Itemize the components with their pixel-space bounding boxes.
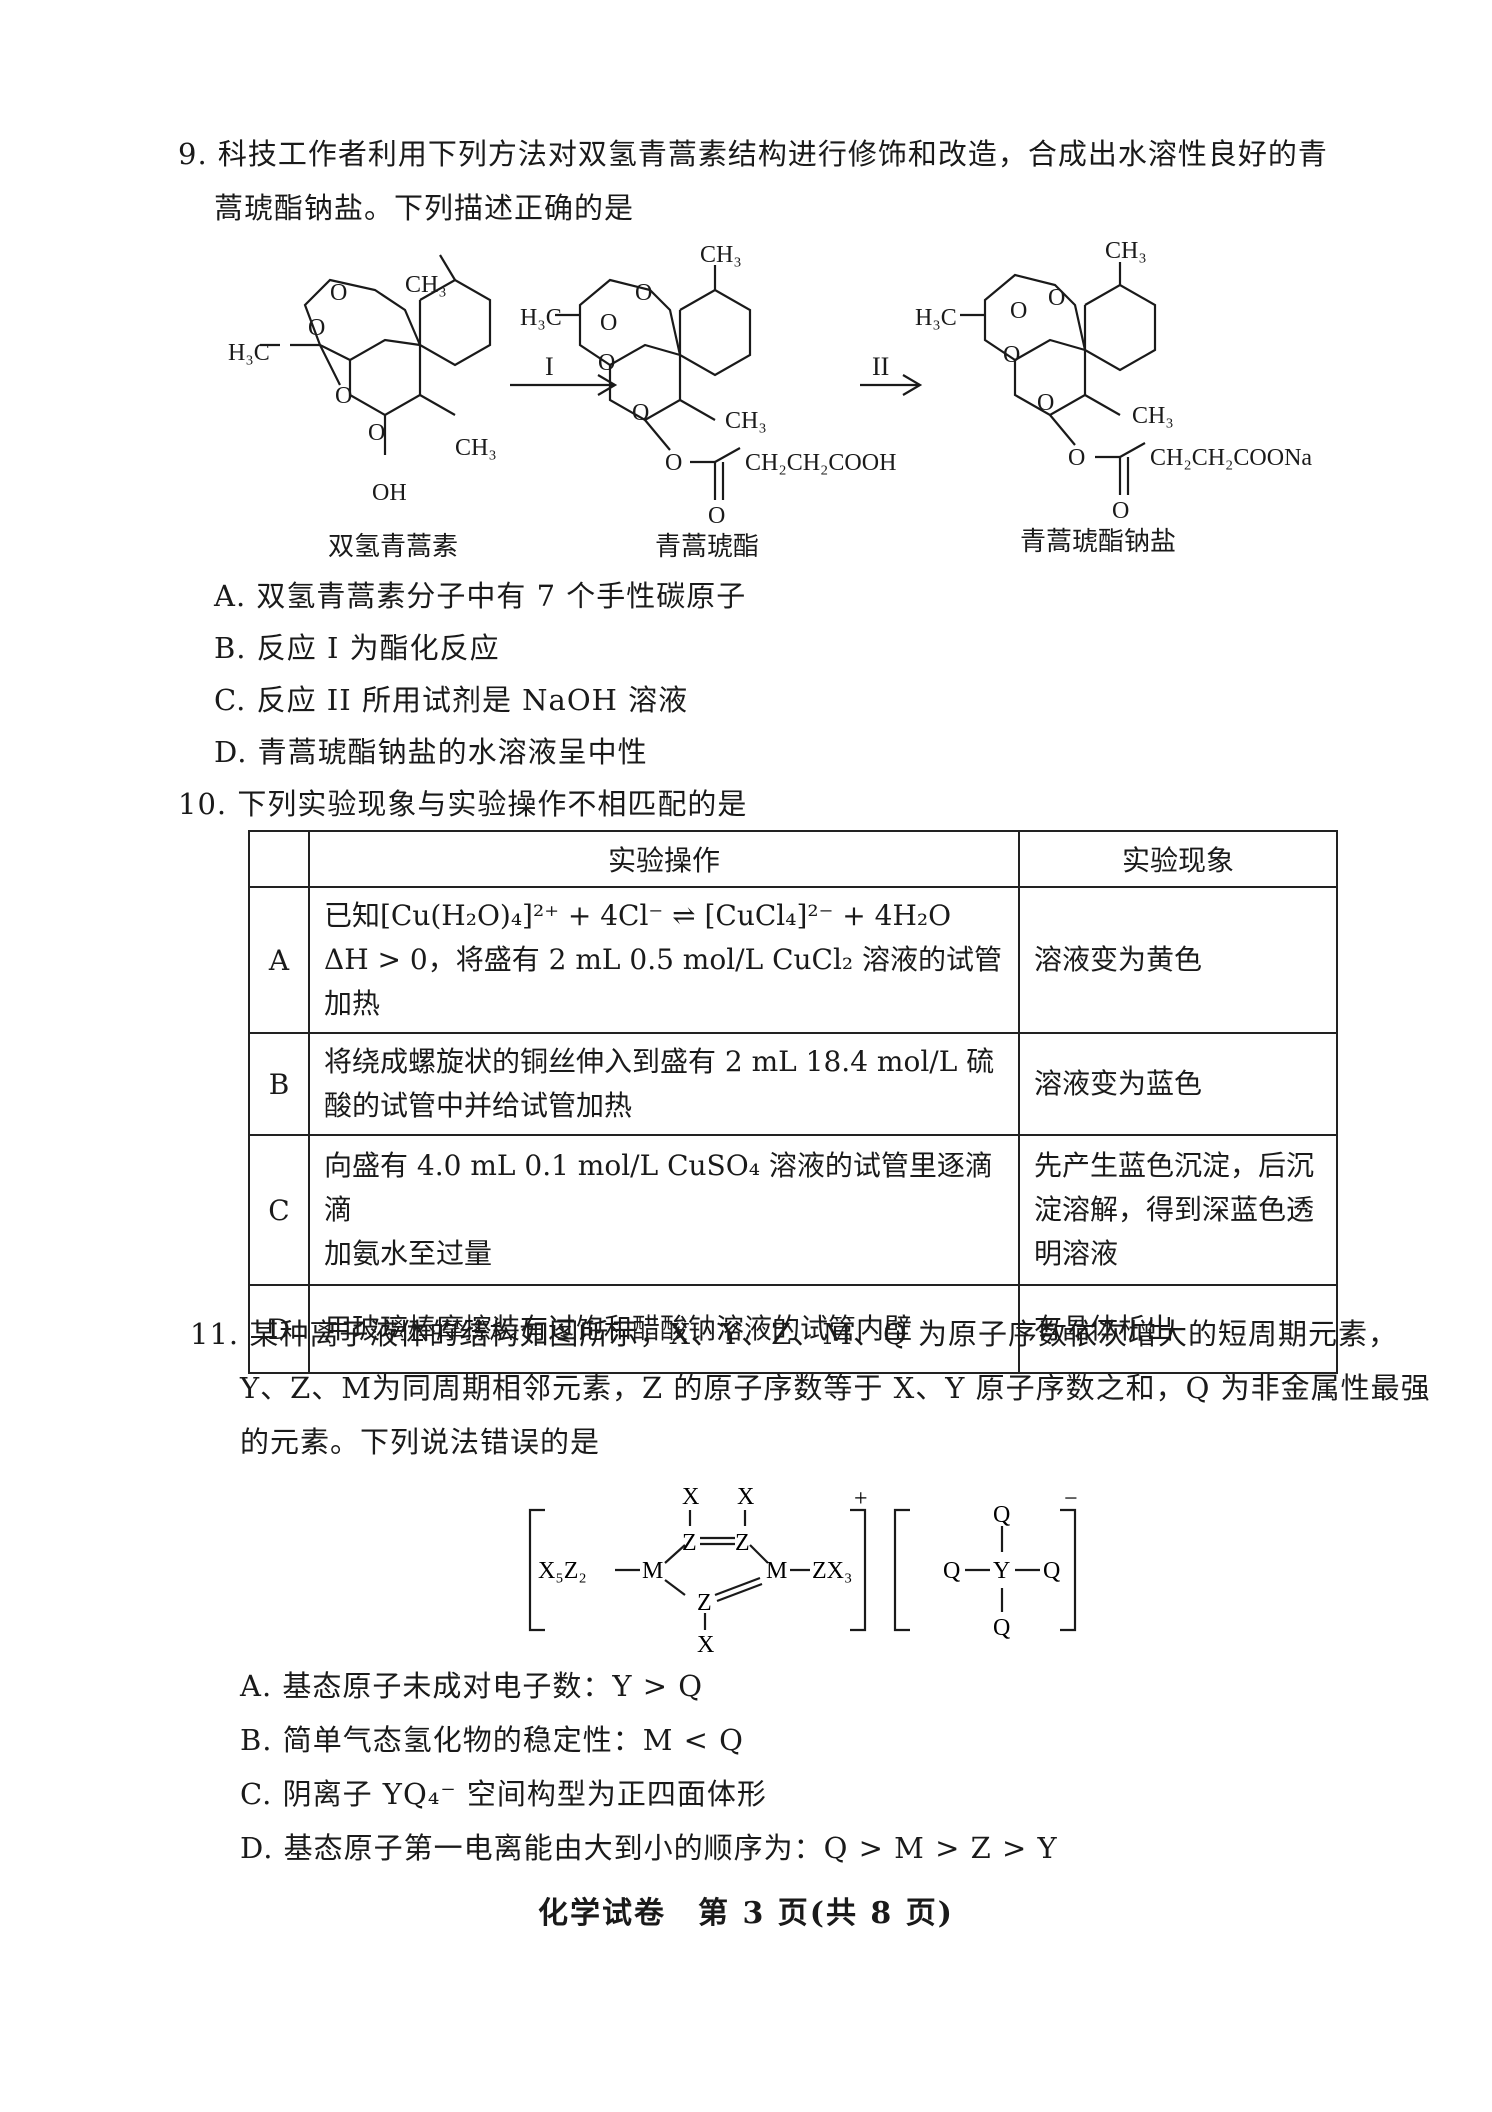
header-phenomenon: 实验现象	[1018, 830, 1338, 888]
table-row: B 将绕成螺旋状的铜丝伸入到盛有 2 mL 18.4 mol/L 硫 酸的试管中…	[248, 1032, 1338, 1136]
m1-oh: OH	[372, 480, 407, 506]
anion-y: Y	[993, 1558, 1010, 1584]
m3-o2: O	[1048, 285, 1065, 311]
dihydroartemisinin-structure	[260, 254, 492, 455]
m3-o5: O	[1068, 445, 1085, 471]
m3-h3c: H₃C	[915, 305, 957, 331]
m1-h3c: H₃C	[228, 340, 270, 366]
cation-x2: X	[737, 1484, 754, 1510]
row-operation: 用玻璃棒摩擦装有过饱和醋酸钠溶液的试管内壁	[308, 1284, 1020, 1374]
q9-reaction-scheme: CH₃ H₃C O O O O CH₃ OH I CH₃ H₃C O O O O…	[228, 238, 1312, 562]
m3-ch3-right: CH₃	[1132, 403, 1174, 429]
m2-o5: O	[665, 450, 682, 476]
m2-chain: CH₂CH₂COOH	[745, 450, 896, 476]
row-operation: 已知[Cu(H₂O)₄]²⁺ + 4Cl⁻ ⇌ [CuCl₄]²⁻ + 4H₂O…	[308, 886, 1020, 1034]
q9-option-d: D. 青蒿琥酯钠盐的水溶液呈中性	[214, 735, 648, 769]
q11-option-b: B. 简单气态氢化物的稳定性：M < Q	[240, 1723, 744, 1757]
cation-z3: Z	[697, 1590, 712, 1616]
q11-option-c: C. 阴离子 YQ₄⁻ 空间构型为正四面体形	[240, 1777, 767, 1811]
q11-stem-line3: 的元素。下列说法错误的是	[240, 1425, 601, 1459]
q11-option-a: A. 基态原子未成对电子数：Y > Q	[240, 1669, 704, 1703]
anion-q-right: Q	[1043, 1558, 1060, 1584]
caption-artesunate: 青蒿琥酯	[655, 532, 759, 562]
q9-option-c: C. 反应 II 所用试剂是 NaOH 溶液	[214, 683, 689, 717]
m1-o1: O	[308, 315, 325, 341]
m1-ch3-right: CH₃	[455, 435, 497, 461]
m1-ch3-top: CH₃	[405, 272, 447, 298]
table-row: A 已知[Cu(H₂O)₄]²⁺ + 4Cl⁻ ⇌ [CuCl₄]²⁻ + 4H…	[248, 886, 1338, 1034]
m3-chain: CH₂CH₂COONa	[1150, 445, 1312, 471]
caption-artesunate-sodium: 青蒿琥酯钠盐	[1020, 527, 1176, 557]
m2-o4: O	[632, 400, 649, 426]
m3-carbonyl-o: O	[1112, 498, 1129, 524]
row-operation: 向盛有 4.0 mL 0.1 mol/L CuSO₄ 溶液的试管里逐滴滴 加氨水…	[308, 1134, 1020, 1286]
m3-o3: O	[1003, 342, 1020, 368]
anion-q-top: Q	[993, 1502, 1010, 1528]
cation-m-left: M	[642, 1558, 663, 1584]
row-operation: 将绕成螺旋状的铜丝伸入到盛有 2 mL 18.4 mol/L 硫 酸的试管中并给…	[308, 1032, 1020, 1136]
q10-stem: 10. 下列实验现象与实验操作不相匹配的是	[178, 787, 748, 821]
operation-line: 用玻璃棒摩擦装有过饱和醋酸钠溶液的试管内壁	[324, 1312, 913, 1345]
cation-m-right: M	[766, 1558, 787, 1584]
m2-o3: O	[598, 350, 615, 376]
row-phenomenon: 有晶体析出	[1018, 1284, 1338, 1374]
q10-experiment-table: 实验操作 实验现象 A 已知[Cu(H₂O)₄]²⁺ + 4Cl⁻ ⇌ [CuC…	[248, 830, 1338, 1374]
artesunate-structure	[555, 265, 752, 500]
m2-o1: O	[600, 310, 617, 336]
m2-o2: O	[635, 280, 652, 306]
anion-q-bottom: Q	[993, 1615, 1010, 1641]
operation-line: 将绕成螺旋状的铜丝伸入到盛有 2 mL 18.4 mol/L 硫	[324, 1045, 995, 1078]
cation-charge: +	[854, 1486, 868, 1512]
q9-option-b: B. 反应 I 为酯化反应	[214, 631, 500, 665]
cation-x1: X	[682, 1484, 699, 1510]
header-operation: 实验操作	[308, 830, 1020, 888]
arrow-1-label: I	[545, 352, 554, 381]
q11-stem-line1: 11. 某种离子液体的结构如图所示，X、Y、Z、M、Q 为原子序数依次增大的短周…	[190, 1317, 1398, 1351]
m2-ch3-right: CH₃	[725, 408, 767, 434]
arrow-2-label: II	[872, 352, 889, 381]
q11-stem-line2: Y、Z、M为同周期相邻元素，Z 的原子序数等于 X、Y 原子序数之和，Q 为非金…	[240, 1371, 1431, 1405]
m3-o4: O	[1037, 390, 1054, 416]
m3-ch3-top: CH₃	[1105, 238, 1147, 264]
operation-line: 加氨水至过量	[324, 1237, 493, 1270]
row-letter: C	[248, 1134, 310, 1286]
q11-ionic-liquid-structure: X₅Z₂ M Z Z M ZX₃ Z X X X + Q Q Y Q Q −	[528, 1484, 1078, 1658]
row-letter: A	[248, 886, 310, 1034]
row-letter: B	[248, 1032, 310, 1136]
header-blank	[248, 830, 310, 888]
row-phenomenon: 溶液变为蓝色	[1018, 1032, 1338, 1136]
m2-ch3-top: CH₃	[700, 242, 742, 268]
m1-o4: O	[368, 420, 385, 446]
row-phenomenon: 溶液变为黄色	[1018, 886, 1338, 1034]
m3-o1: O	[1010, 298, 1027, 324]
m1-o2: O	[330, 280, 347, 306]
operation-line: 向盛有 4.0 mL 0.1 mol/L CuSO₄ 溶液的试管里逐滴滴	[324, 1149, 993, 1226]
artesunate-sodium-structure	[960, 262, 1157, 495]
cation-z2: Z	[735, 1530, 750, 1556]
operation-line: 酸的试管中并给试管加热	[324, 1089, 633, 1122]
m2-h3c: H₃C	[520, 305, 562, 331]
table-header-row: 实验操作 实验现象	[248, 830, 1338, 888]
cation-z1: Z	[682, 1530, 697, 1556]
q9-stem-line2: 蒿琥酯钠盐。下列描述正确的是	[214, 191, 635, 225]
q11-option-d: D. 基态原子第一电离能由大到小的顺序为：Q > M > Z > Y	[240, 1831, 1058, 1865]
row-phenomenon: 先产生蓝色沉淀，后沉淀溶解，得到深蓝色透明溶液	[1018, 1134, 1338, 1286]
table-row: C 向盛有 4.0 mL 0.1 mol/L CuSO₄ 溶液的试管里逐滴滴 加…	[248, 1134, 1338, 1286]
m1-o3: O	[335, 383, 352, 409]
anion-charge: −	[1064, 1486, 1078, 1512]
caption-dihydroartemisinin: 双氢青蒿素	[328, 532, 458, 562]
cation-left-group: X₅Z₂	[538, 1558, 587, 1584]
m2-carbonyl-o: O	[708, 503, 725, 529]
table-row: D 用玻璃棒摩擦装有过饱和醋酸钠溶液的试管内壁 有晶体析出	[248, 1284, 1338, 1374]
anion-q-left: Q	[943, 1558, 960, 1584]
cation-right-group: ZX₃	[812, 1558, 852, 1584]
operation-line: ΔH > 0，将盛有 2 mL 0.5 mol/L CuCl₂ 溶液的试管加热	[324, 943, 1003, 1020]
page-footer: 化学试卷 第 3 页(共 8 页)	[538, 1896, 954, 1931]
row-letter: D	[248, 1284, 310, 1374]
operation-line: 已知[Cu(H₂O)₄]²⁺ + 4Cl⁻ ⇌ [CuCl₄]²⁻ + 4H₂O	[324, 899, 952, 932]
q9-option-a: A. 双氢青蒿素分子中有 7 个手性碳原子	[214, 579, 747, 613]
q9-stem-line1: 9. 科技工作者利用下列方法对双氢青蒿素结构进行修饰和改造，合成出水溶性良好的青	[178, 137, 1328, 171]
cation-x3: X	[697, 1632, 714, 1658]
